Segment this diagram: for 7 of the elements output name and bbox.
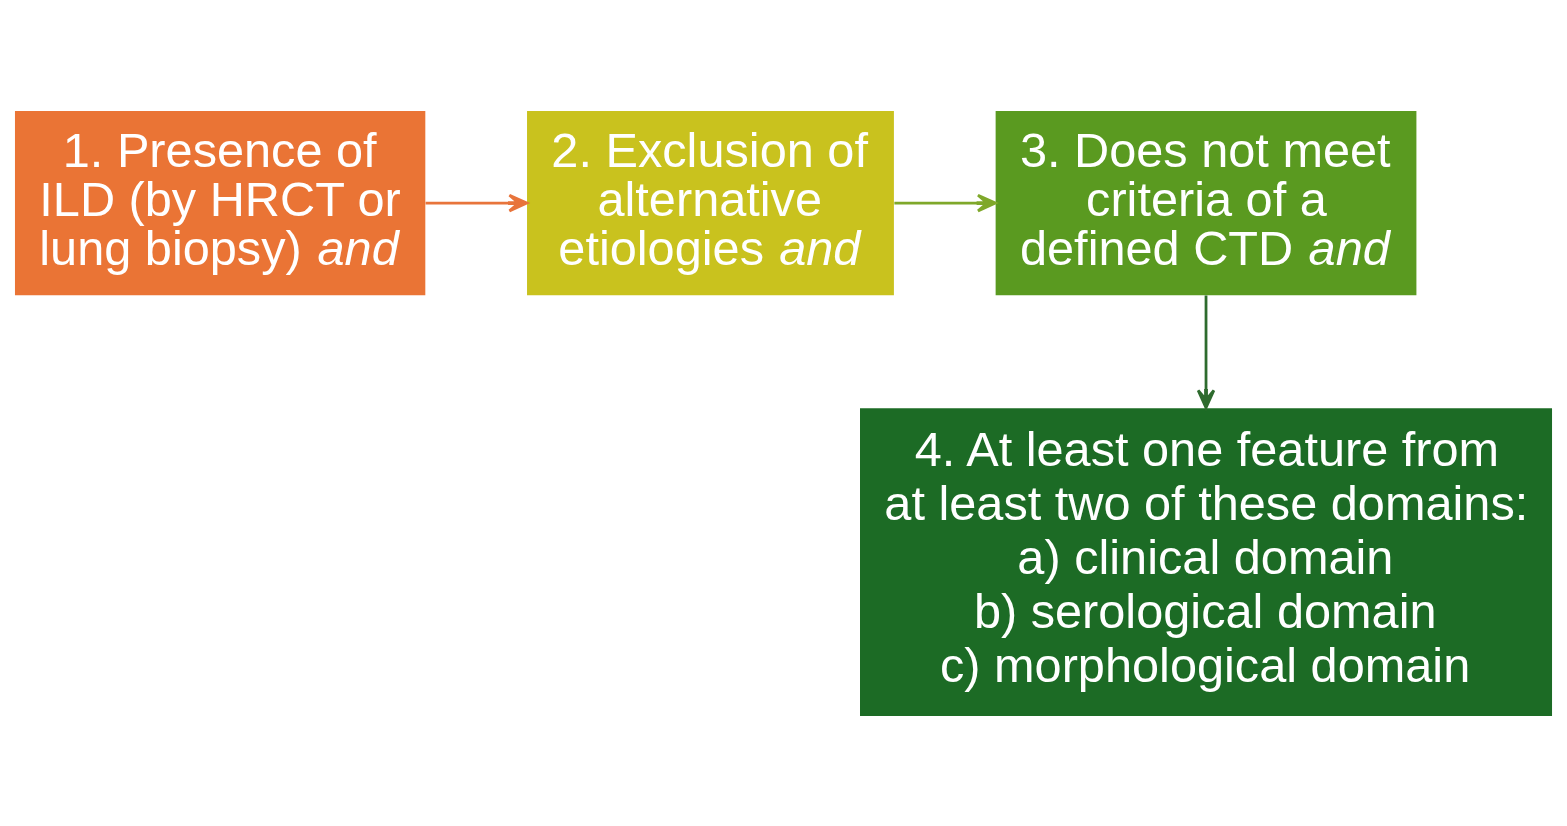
node-box: 3. Does not meet criteria of a defined CTD and (995, 110, 1417, 295)
arrow (425, 193, 529, 212)
node-box: 4. At least one feature from at least two of these domains: a) clinical domain b) serological domain c) morphological domain (860, 407, 1553, 716)
node-box: 2. Exclusion of alternative etiologies and (527, 110, 894, 295)
arrow (1196, 295, 1216, 409)
node-box: 1. Presence of ILD (by HRCT or lung biopsy) and (14, 110, 426, 295)
arrow (894, 193, 997, 212)
